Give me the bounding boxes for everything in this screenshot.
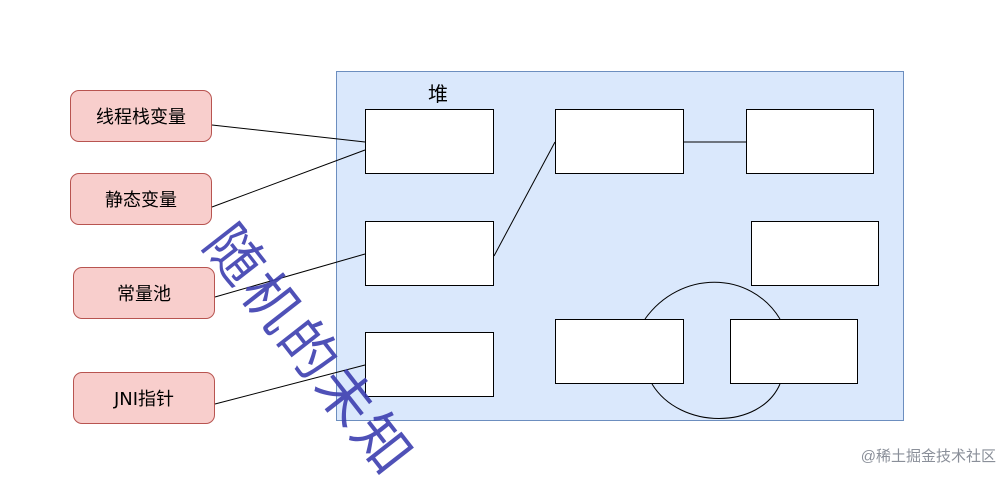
root-constant-pool: 常量池: [73, 267, 215, 319]
root-label: 常量池: [117, 284, 171, 305]
heap-object-6: [751, 221, 879, 286]
reference-links: [211, 124, 781, 419]
heap-object-3: [365, 332, 494, 397]
root-label: 静态变量: [105, 190, 177, 211]
heap-label: 堆: [428, 82, 448, 106]
heap-object-8: [730, 319, 858, 384]
heap-object-2: [365, 221, 494, 286]
link-obj2-to-obj4: [493, 141, 556, 257]
link-obj7-obj8-bottom: [651, 383, 781, 419]
root-jni-pointer: JNI指针: [73, 372, 215, 424]
heap-object-7: [555, 319, 684, 384]
link-obj7-obj8-top: [644, 281, 781, 320]
root-label: JNI指针: [113, 389, 175, 410]
heap-object-5: [746, 109, 874, 174]
link-static-to-obj1: [211, 149, 366, 208]
root-static-vars: 静态变量: [70, 173, 212, 225]
site-credit: @稀土掘金技术社区: [860, 448, 996, 465]
root-label: 线程栈变量: [96, 107, 186, 128]
link-jni-to-obj3: [214, 364, 366, 405]
root-thread-stack-vars: 线程栈变量: [70, 90, 212, 142]
heap-object-4: [555, 109, 684, 174]
link-constant-pool-to-obj2: [214, 253, 366, 298]
link-thread-stack-to-obj1: [211, 124, 366, 143]
heap-object-1: [365, 109, 494, 174]
